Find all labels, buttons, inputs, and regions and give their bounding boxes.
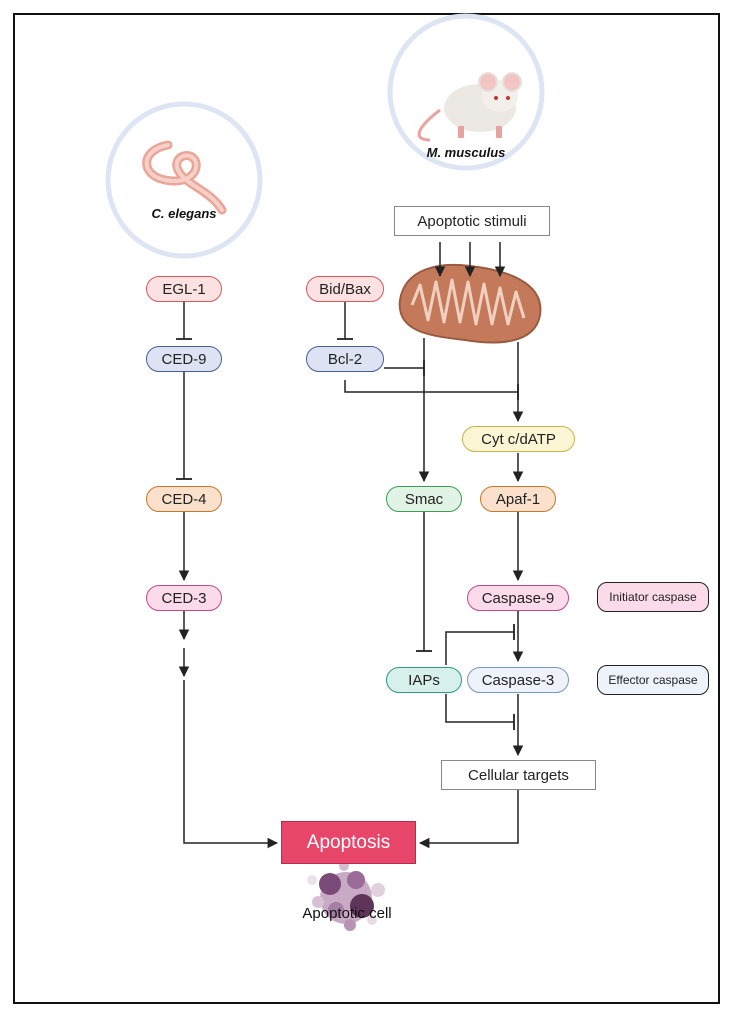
apoptosis-box: Apoptosis	[281, 821, 416, 864]
cellular-targets-box: Cellular targets	[441, 760, 596, 790]
mouse-illustration	[417, 72, 522, 142]
caspase3-node: Caspase-3	[467, 667, 569, 693]
ced3-node: CED-3	[146, 585, 222, 611]
cytc-datp-node: Cyt c/dATP	[462, 426, 575, 452]
egl1-node: EGL-1	[146, 276, 222, 302]
apoptotic-cell-illustration	[307, 861, 385, 931]
iaps-inhibit-caspase-activation	[445, 631, 514, 665]
targets-to-apoptosis	[418, 790, 519, 849]
caspase9-node: Caspase-9	[467, 585, 569, 611]
worm-to-apoptosis	[183, 680, 279, 849]
bid-bax-node: Bid/Bax	[306, 276, 384, 302]
initiator-caspase-tag: Initiator caspase	[597, 582, 709, 612]
ced9-node: CED-9	[146, 346, 222, 372]
iaps-node: IAPs	[386, 667, 462, 693]
apoptotic-stimuli-box: Apoptotic stimuli	[394, 206, 550, 236]
worm-illustration	[142, 140, 227, 215]
apoptotic-cell-caption: Apoptotic cell	[302, 905, 392, 922]
mitochondrion	[398, 263, 542, 344]
iaps-inhibit-caspase3-activity	[445, 694, 514, 723]
apaf1-node: Apaf-1	[480, 486, 556, 512]
bcl2-inhibits-cytc-release	[344, 380, 518, 393]
smac-node: Smac	[386, 486, 462, 512]
ced4-node: CED-4	[146, 486, 222, 512]
worm-label: C. elegans	[151, 206, 217, 221]
bcl2-node: Bcl-2	[306, 346, 384, 372]
mouse-label: M. musculus	[426, 145, 506, 160]
effector-caspase-tag: Effector caspase	[597, 665, 709, 695]
